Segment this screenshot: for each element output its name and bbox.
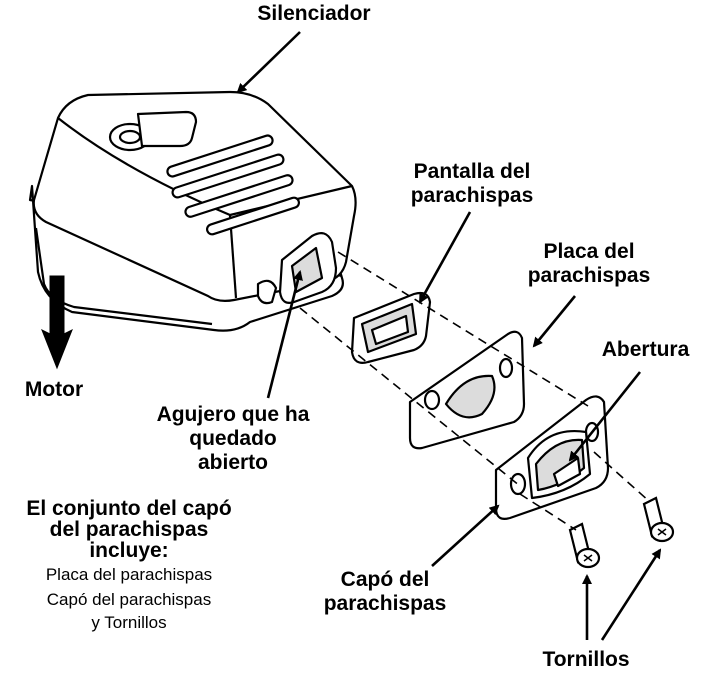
arrow-opening <box>568 371 642 462</box>
arrow-hole <box>266 270 303 399</box>
kit-contents-note: El conjunto del capó del parachispas inc… <box>0 498 258 634</box>
spark-arrester-cover <box>494 395 610 520</box>
kit-note-item-cover: Capó del parachispas <box>46 590 212 609</box>
label-muffler: Silenciador <box>257 2 371 25</box>
screw-left <box>568 522 601 569</box>
arrow-muffler <box>236 31 301 94</box>
label-opening: Abertura <box>601 338 690 361</box>
label-hole-left-open: Agujero que ha quedado abierto <box>156 403 310 474</box>
kit-note-item-screws: y Tornillos <box>91 613 167 632</box>
muffler-top-cover <box>136 110 198 148</box>
kit-note-heading-3: incluye: <box>89 539 169 562</box>
arrow-plate <box>532 295 577 348</box>
label-spark-arrester-plate: Placa del parachispas <box>527 240 651 287</box>
label-spark-arrester-screen: Pantalla del parachispas <box>410 160 534 207</box>
spark-arrester-screen <box>350 291 432 364</box>
arrow-screen <box>418 211 472 304</box>
kit-note-heading-1: El conjunto del capó <box>26 497 232 520</box>
arrow-cover <box>431 504 500 567</box>
label-screws: Tornillos <box>542 648 630 671</box>
alignment-lines <box>299 251 651 531</box>
kit-note-item-plate: Placa del parachispas <box>45 565 213 584</box>
arrow-screw-right <box>600 548 662 641</box>
muffler-ribs <box>166 134 300 236</box>
label-engine: Motor <box>24 378 84 401</box>
label-spark-arrester-cover: Capó del parachispas <box>323 568 447 615</box>
muffler <box>28 90 357 332</box>
screw-right <box>642 496 675 543</box>
engine-direction-arrow <box>41 275 73 370</box>
kit-note-heading-2: del parachispas <box>49 518 209 541</box>
spark-arrester-plate <box>408 330 526 450</box>
leader-arrows <box>236 31 662 641</box>
